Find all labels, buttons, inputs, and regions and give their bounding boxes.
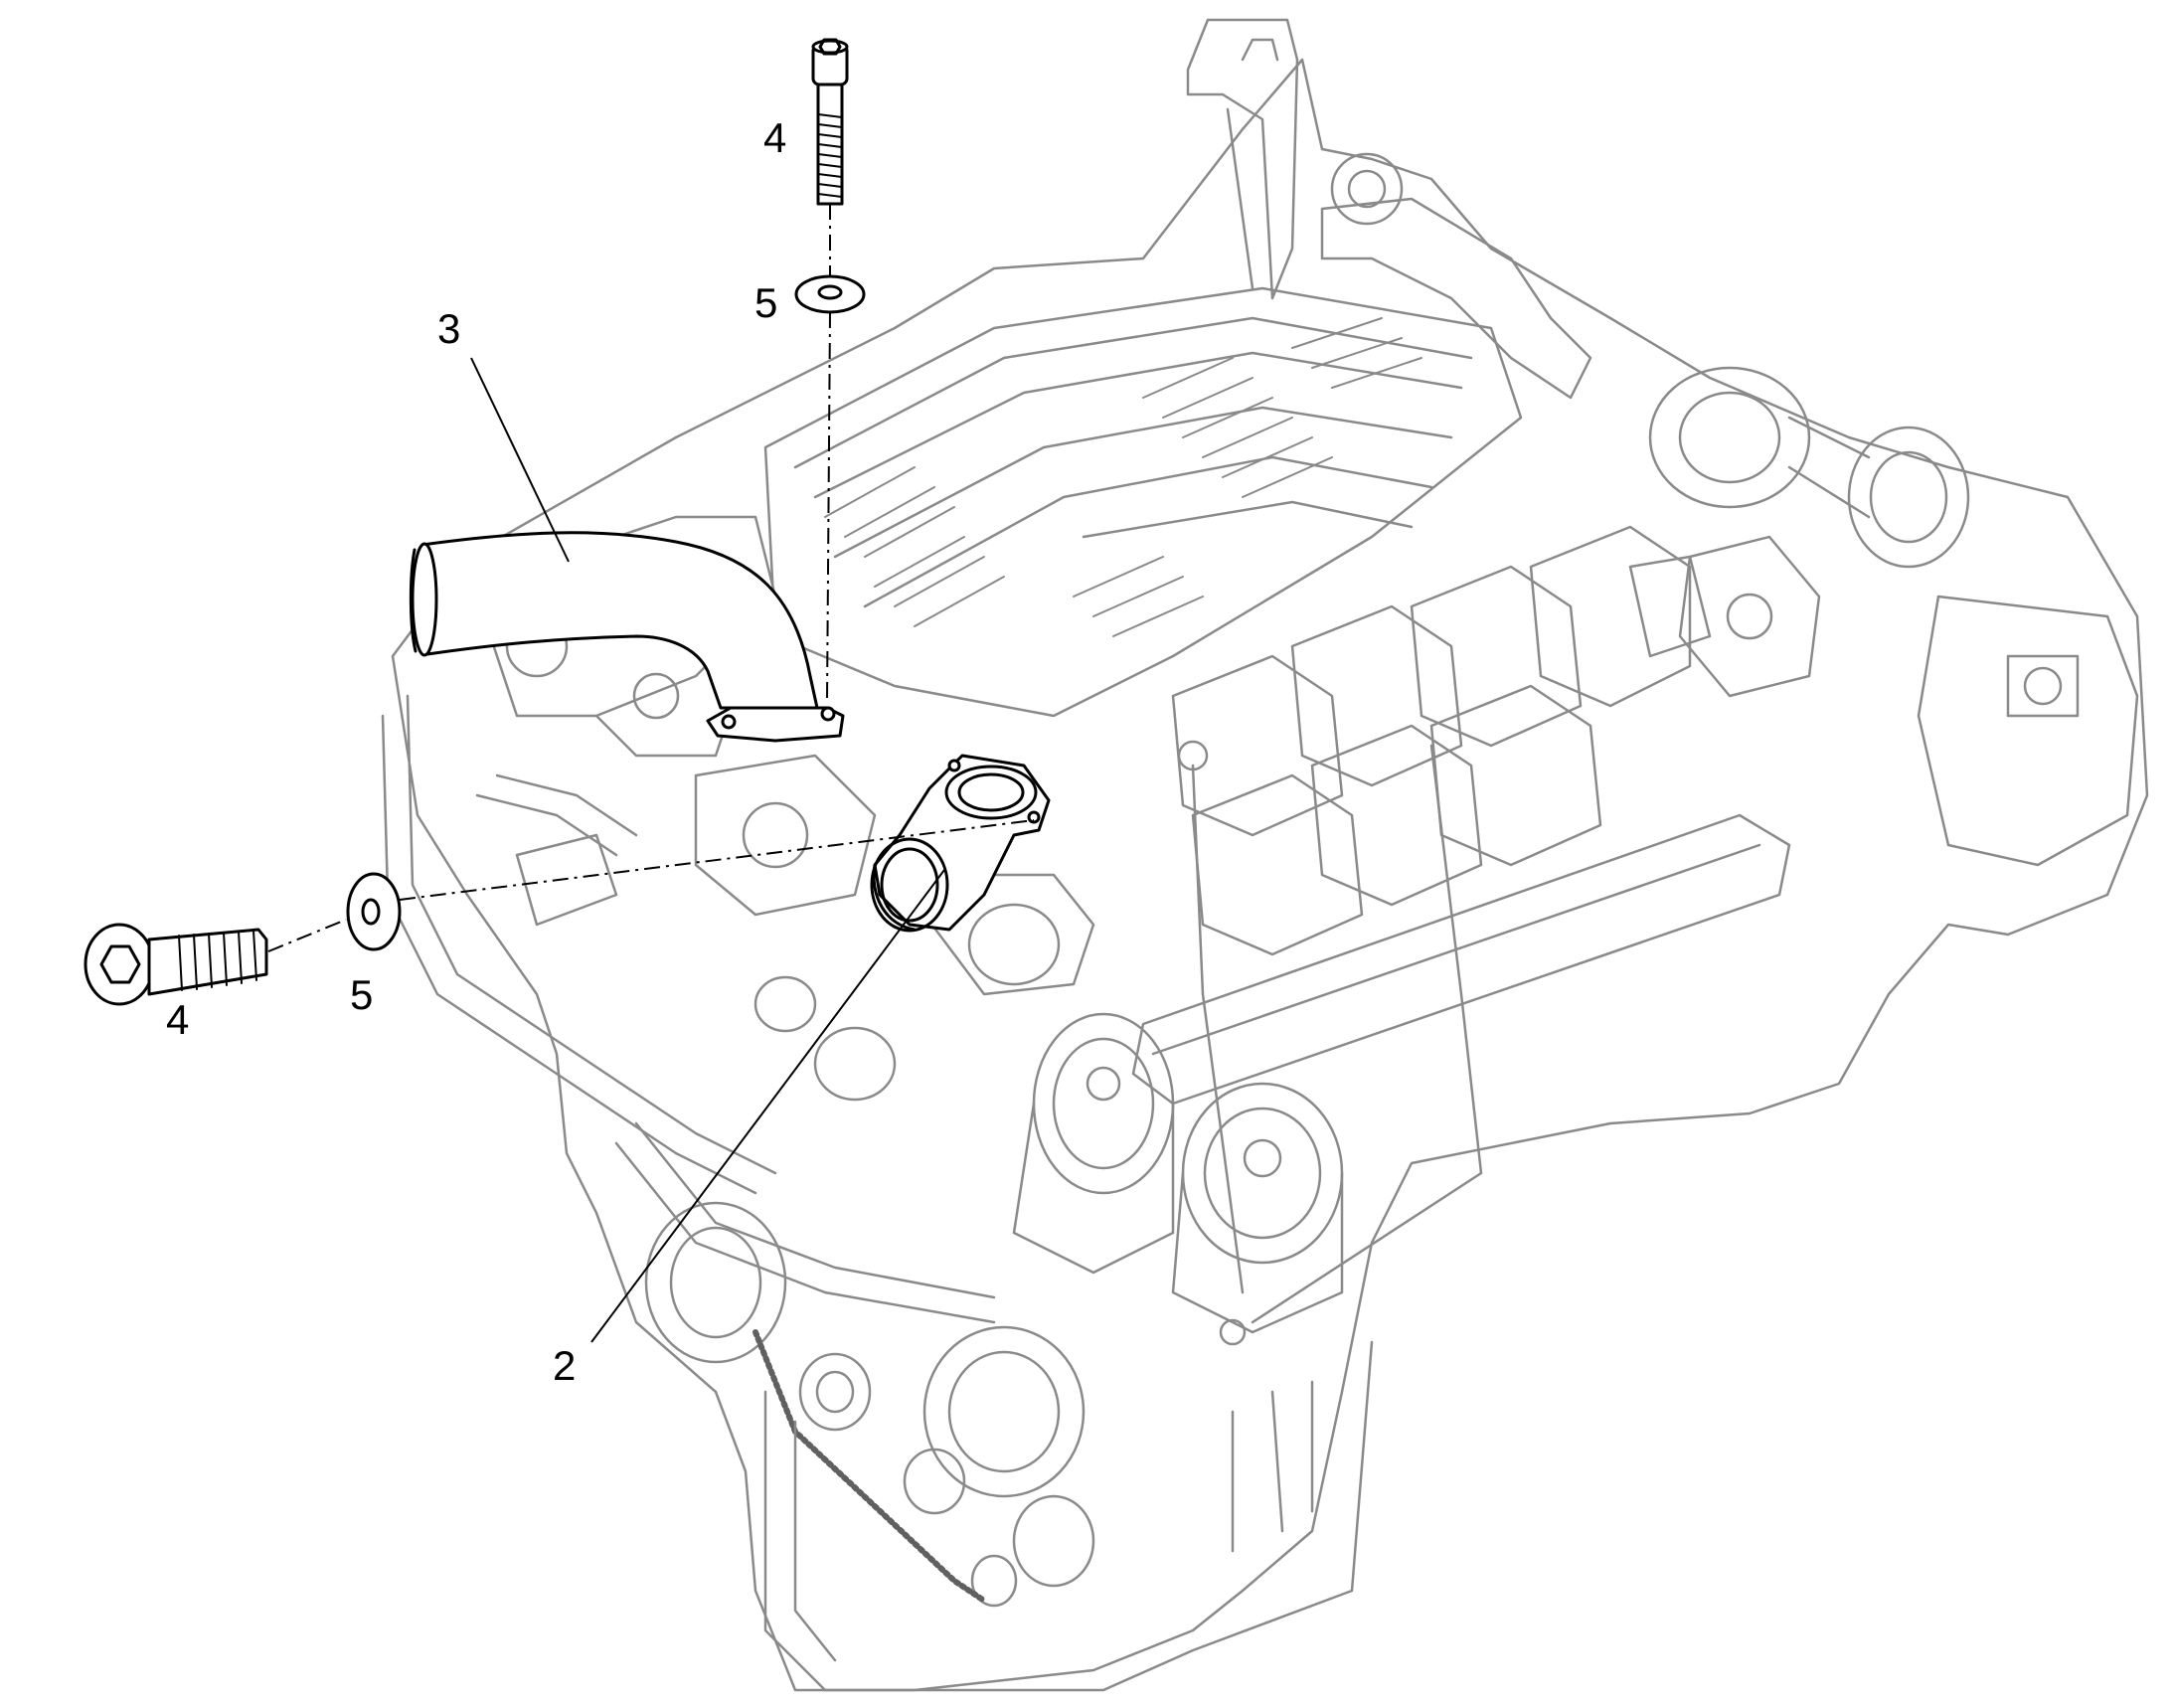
oil-pan: [763, 1340, 1374, 1692]
side-rail: [1131, 813, 1791, 1106]
elbow-housing-part-2: [873, 754, 1051, 932]
intake-manifold-cover: [763, 286, 1523, 718]
coolant-pipes-left: [381, 694, 996, 1324]
washer-left-part-5: [346, 872, 402, 951]
callout-parts: [84, 38, 1051, 1006]
axis-top-washer: [826, 311, 831, 702]
pipe-inlet-ring: [411, 542, 438, 657]
turbocharger: [1648, 366, 1811, 509]
dipstick: [1191, 764, 1245, 1294]
engine-outline: [391, 58, 2149, 1692]
cover-ribs: [824, 317, 1422, 637]
bolt-left-part-4: [84, 923, 268, 1006]
callout-washer-top: 5: [754, 279, 778, 326]
exhaust-pipe: [1320, 197, 1592, 400]
leader-part-3: [470, 357, 570, 563]
lifting-bracket: [1186, 18, 1299, 300]
leader-lines: [470, 357, 945, 1343]
elbow-outlet-ring: [870, 837, 949, 933]
cylinder-heads: [1171, 525, 1692, 956]
washer-top-part-5: [794, 274, 866, 314]
bolt-top-part-4: [811, 38, 849, 206]
callout-bolt-left: 4: [166, 996, 190, 1043]
coolant-pipe-part-3: [420, 531, 819, 710]
oil-filters: [1012, 1012, 1344, 1334]
callout-pipe: 3: [437, 305, 461, 352]
assembly-axis-lines: [267, 204, 1035, 952]
drive-belt: [752, 1329, 987, 1604]
axis-left-washer: [399, 819, 1035, 901]
callout-washer-left: 5: [350, 971, 374, 1018]
axis-left-bolt: [267, 919, 347, 952]
engine-assembly: [381, 18, 2149, 1692]
callout-bolt-top: 4: [763, 114, 787, 161]
leader-part-2: [590, 869, 945, 1343]
front-pulleys: [644, 1201, 1095, 1608]
right-housing: [1917, 595, 2139, 867]
callout-elbow: 2: [553, 1342, 577, 1389]
